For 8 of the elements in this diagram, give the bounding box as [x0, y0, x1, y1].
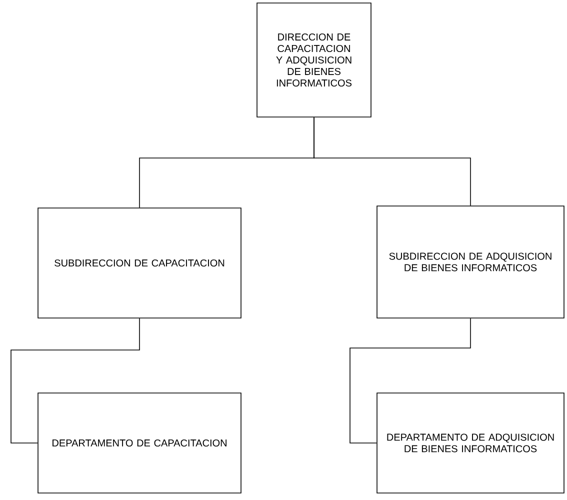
connector-line: [10, 318, 140, 444]
org-box: SUBDIRECCION DE ADQUISICION DE BIENES INFORMATICOS: [376, 206, 564, 318]
connector-line: [314, 117, 471, 206]
connector-line: [350, 318, 471, 444]
org-box: DEPARTAMENTO DE CAPACITACION: [38, 392, 242, 494]
org-box: DIRECCION DE CAPACITACION Y ADQUISICION DE BIENES INFORMATICOS: [256, 2, 372, 118]
org-box: SUBDIRECCION DE CAPACITACION: [38, 208, 242, 318]
org-box: DEPARTAMENTO DE ADQUISICION DE BIENES INFORMATICOS: [376, 392, 564, 494]
